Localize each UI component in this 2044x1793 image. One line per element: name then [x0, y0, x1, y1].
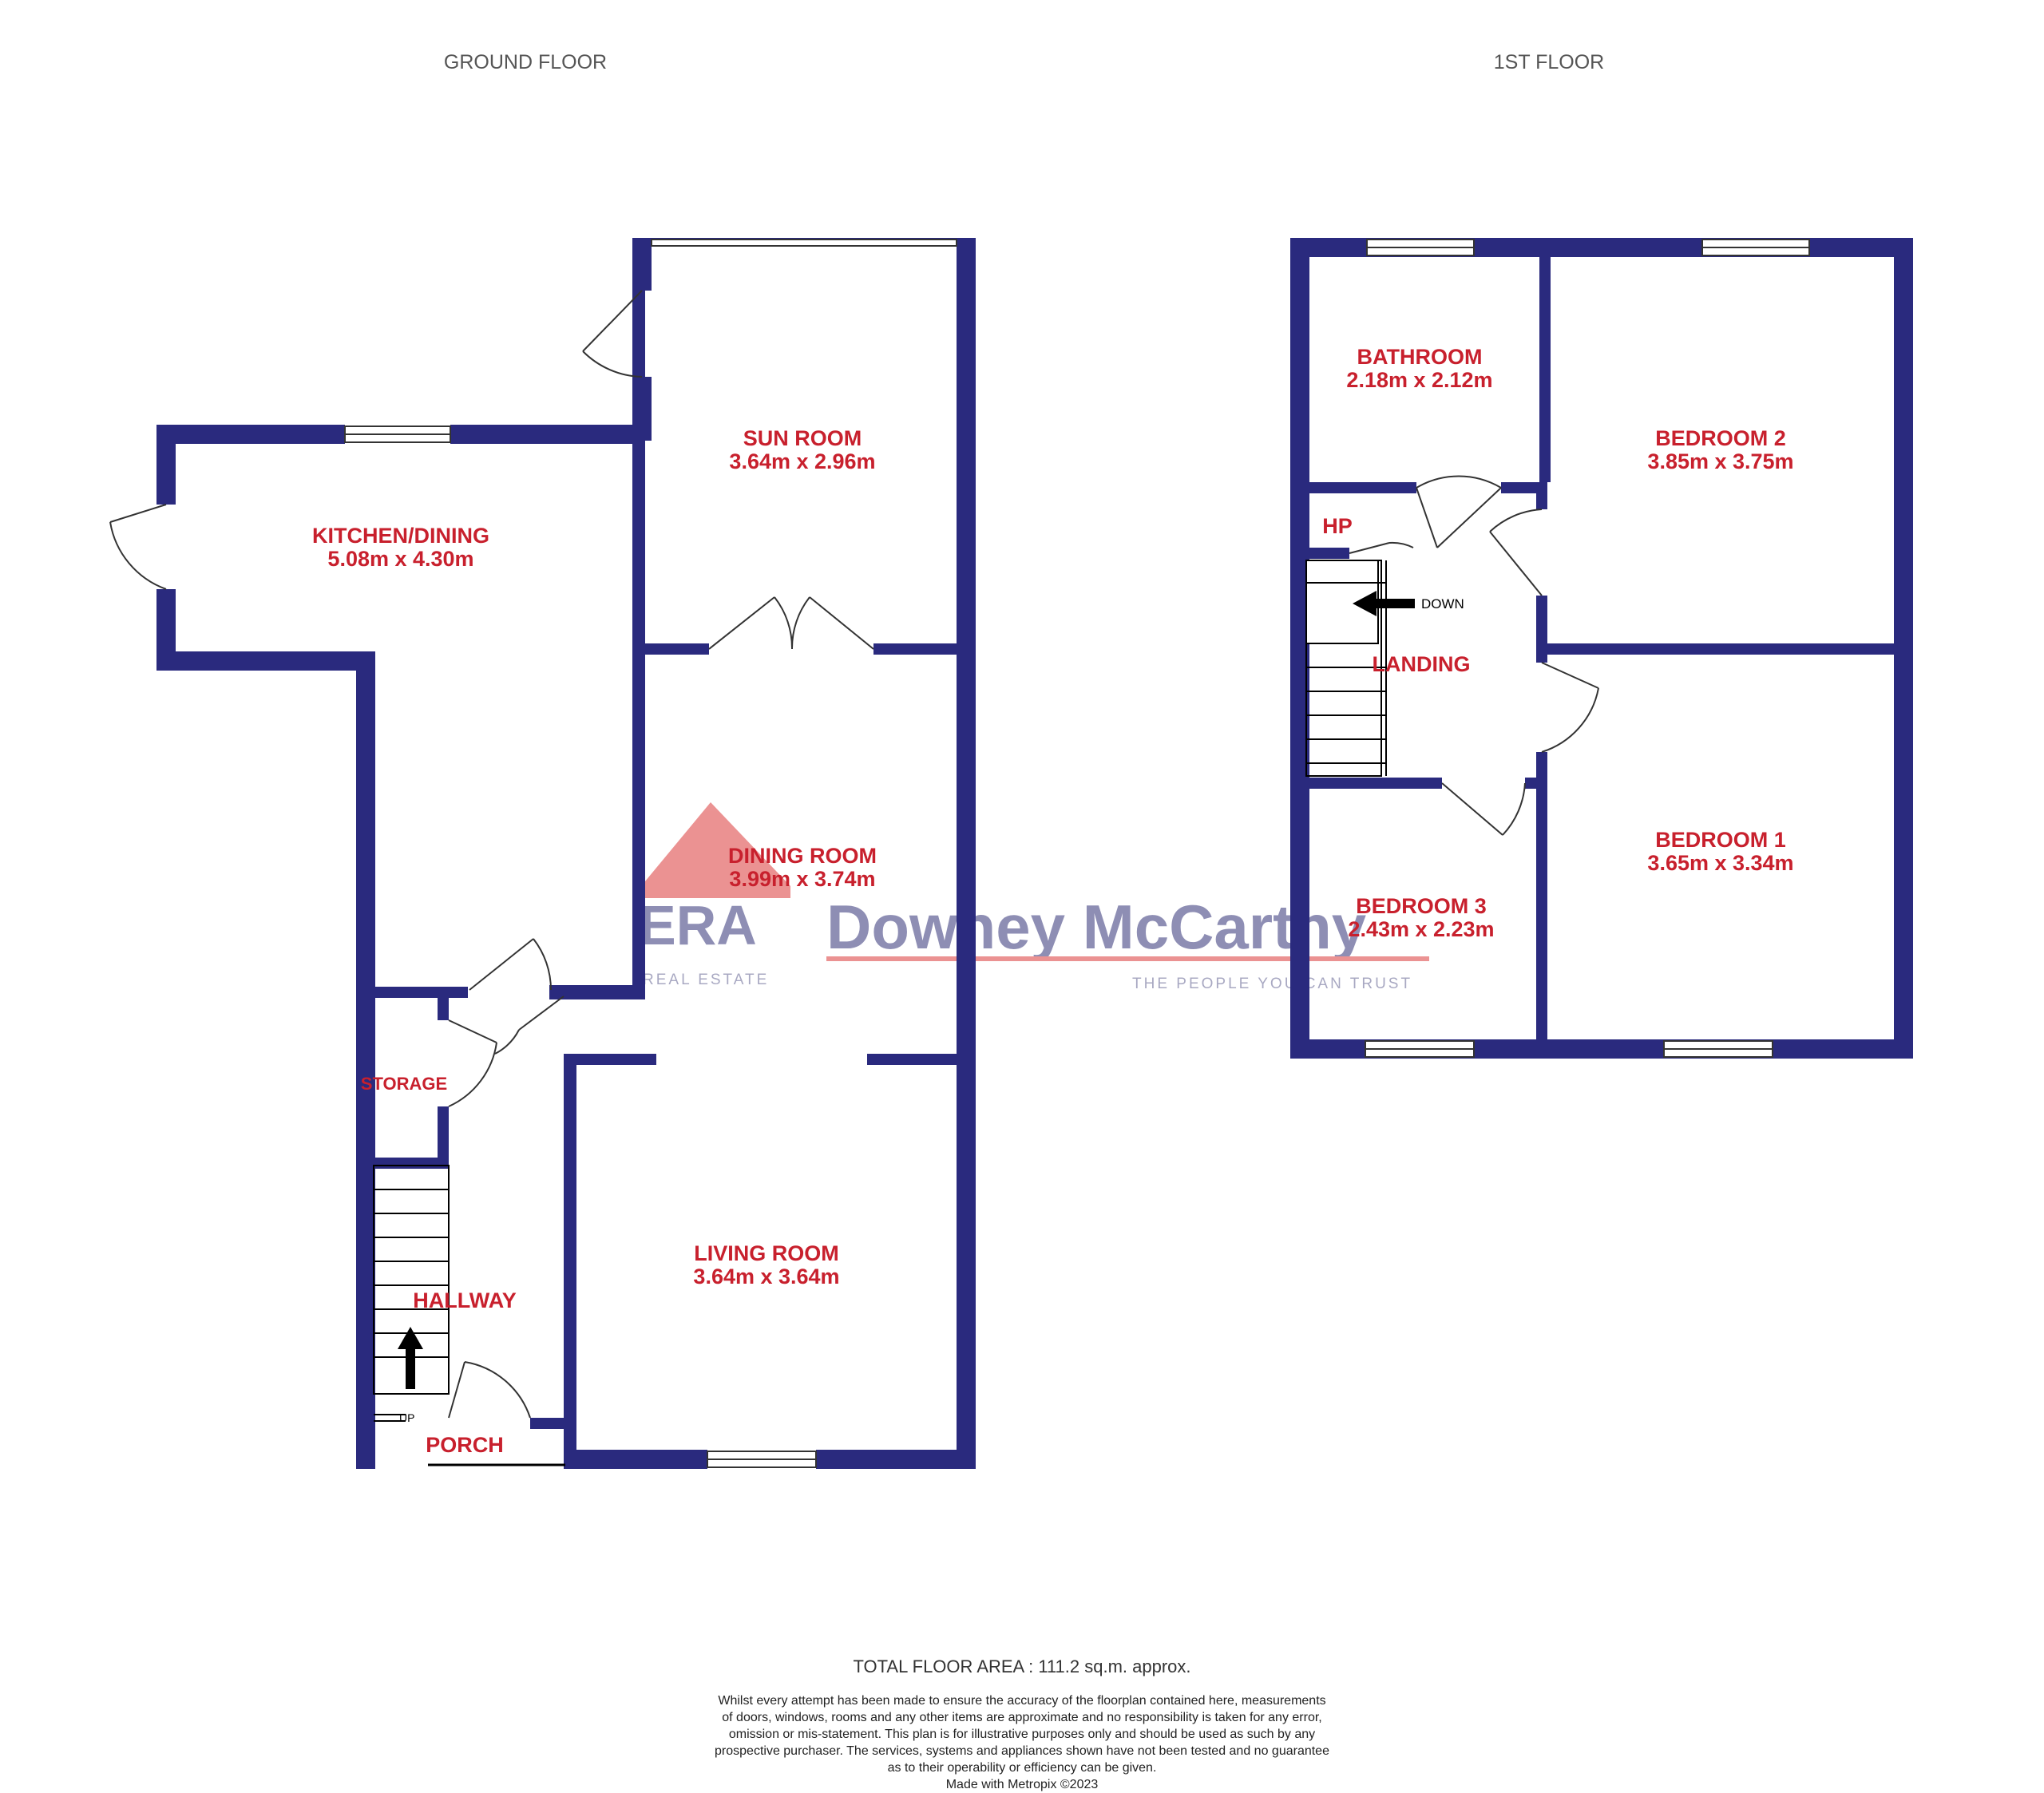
- bedroom3-name: BEDROOM 3: [1356, 894, 1487, 918]
- storage-name: STORAGE: [361, 1074, 447, 1094]
- disclaimer-line: as to their operability or efficiency ca…: [887, 1761, 1157, 1775]
- stair-down-label: DOWN: [1421, 596, 1464, 612]
- stair-up-label: UP: [399, 1411, 414, 1424]
- bedroom1-dims: 3.65m x 3.34m: [1647, 851, 1793, 875]
- down-arrow-icon: [1353, 591, 1415, 616]
- ground-floor-title: GROUND FLOOR: [444, 51, 607, 73]
- total-floor-area: TOTAL FLOOR AREA : 111.2 sq.m. approx.: [853, 1656, 1191, 1676]
- landing-name: LANDING: [1373, 652, 1471, 676]
- watermark-tagline: THE PEOPLE YOU CAN TRUST: [1132, 976, 1412, 992]
- metropix-credit: Made with Metropix ©2023: [945, 1778, 1099, 1791]
- dining-room-dims: 3.99m x 3.74m: [729, 867, 875, 891]
- watermark-brand: ERA: [639, 894, 757, 956]
- first-floor-title: 1ST FLOOR: [1494, 51, 1604, 73]
- watermark-roof-icon: [641, 802, 790, 898]
- living-room-dims: 3.64m x 3.64m: [693, 1265, 839, 1288]
- kitchen-dining-dims: 5.08m x 4.30m: [327, 547, 473, 571]
- disclaimer: Whilst every attempt has been made to en…: [623, 1692, 1421, 1793]
- watermark-brand-sub: REAL ESTATE: [643, 972, 769, 988]
- disclaimer-line: Whilst every attempt has been made to en…: [718, 1694, 1326, 1708]
- bedroom3-dims: 2.43m x 2.23m: [1348, 917, 1494, 941]
- up-arrow-icon: [398, 1327, 423, 1389]
- first-floor-walls: [1290, 238, 1913, 1059]
- porch-name: PORCH: [426, 1433, 504, 1457]
- bathroom-dims: 2.18m x 2.12m: [1346, 368, 1492, 392]
- dining-room-name: DINING ROOM: [728, 844, 877, 868]
- bedroom2-dims: 3.85m x 3.75m: [1647, 449, 1793, 473]
- disclaimer-line: of doors, windows, rooms and any other i…: [722, 1711, 1322, 1724]
- watermark-underline: [826, 956, 1429, 961]
- ground-floor-windows: [344, 239, 957, 1468]
- watermark: ERA REAL ESTATE Downey McCarthy THE PEOP…: [639, 802, 1429, 992]
- disclaimer-line: prospective purchaser. The services, sys…: [715, 1744, 1329, 1758]
- watermark-agency: Downey McCarthy: [826, 892, 1366, 962]
- first-floor-doors: [1349, 475, 1599, 836]
- first-floor-windows: [1365, 239, 1810, 1058]
- hp-name: HP: [1322, 514, 1353, 538]
- sun-room-dims: 3.64m x 2.96m: [729, 449, 875, 473]
- disclaimer-line: omission or mis-statement. This plan is …: [728, 1728, 1316, 1741]
- hallway-name: HALLWAY: [413, 1288, 517, 1312]
- bathroom-name: BATHROOM: [1357, 345, 1483, 369]
- sun-room-name: SUN ROOM: [743, 426, 862, 450]
- living-room-name: LIVING ROOM: [694, 1241, 839, 1265]
- kitchen-dining-name: KITCHEN/DINING: [312, 524, 489, 548]
- bedroom2-name: BEDROOM 2: [1655, 426, 1786, 450]
- bedroom1-name: BEDROOM 1: [1655, 828, 1786, 852]
- ground-floor-doors: [109, 290, 874, 1419]
- ground-floor-stairs: [370, 1158, 450, 1422]
